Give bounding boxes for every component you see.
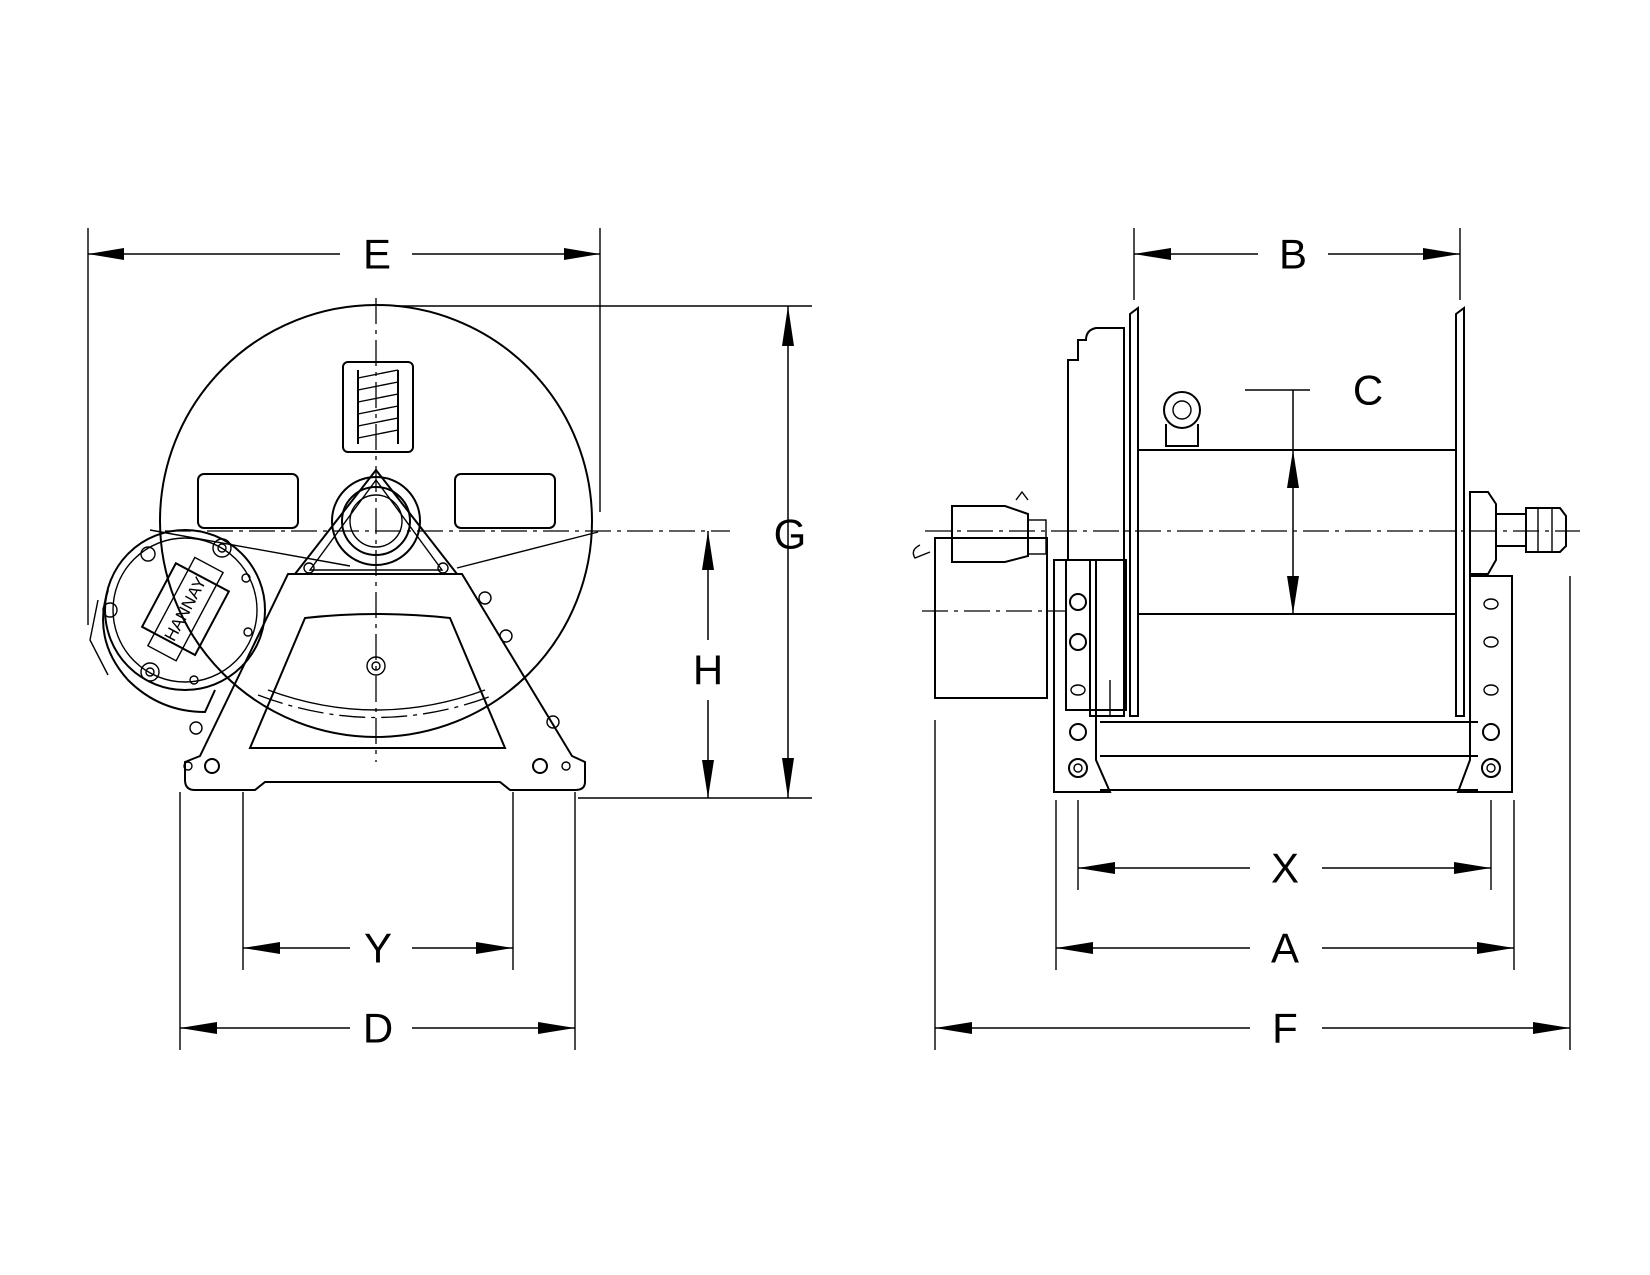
reel-frame [149,468,599,791]
label-a: A [1271,925,1299,972]
dimension-f: F [935,1005,1570,1052]
end-view: HANNAY E [87,228,812,1052]
side-view: B C X A [912,228,1580,1052]
frame-leg-left [1053,559,1112,793]
dimension-c: C [1287,367,1383,614]
dimension-h: H [693,531,723,798]
dimension-y: Y [243,925,513,972]
reel-drum [1100,449,1478,791]
drive-motor [912,490,1048,699]
dimension-g: G [774,306,807,798]
label-c: C [1353,367,1383,414]
label-y: Y [364,925,392,972]
spring-coil [342,361,414,453]
dimension-b: B [1134,231,1460,278]
brand-label: HANNAY [161,574,210,644]
label-d: D [363,1005,393,1052]
label-b: B [1279,231,1307,278]
motor-housing: HANNAY [89,529,266,714]
label-g: G [774,511,807,558]
label-h: H [693,647,723,694]
dimension-a: A [1056,925,1514,972]
hose-guide [1163,391,1201,447]
label-x: X [1271,845,1299,892]
disc-slot-right [454,473,556,529]
hub-bore [349,494,403,548]
flange-left [1129,306,1139,717]
disc-slot-left [197,473,299,529]
dimension-d: D [180,1005,575,1052]
dimension-x: X [1078,845,1491,892]
swivel-fitting [1469,491,1567,575]
flange-right [1455,306,1465,717]
frame-leg-right [1456,575,1513,793]
dimension-e: E [88,231,600,278]
label-f: F [1272,1005,1298,1052]
label-e: E [363,231,391,278]
